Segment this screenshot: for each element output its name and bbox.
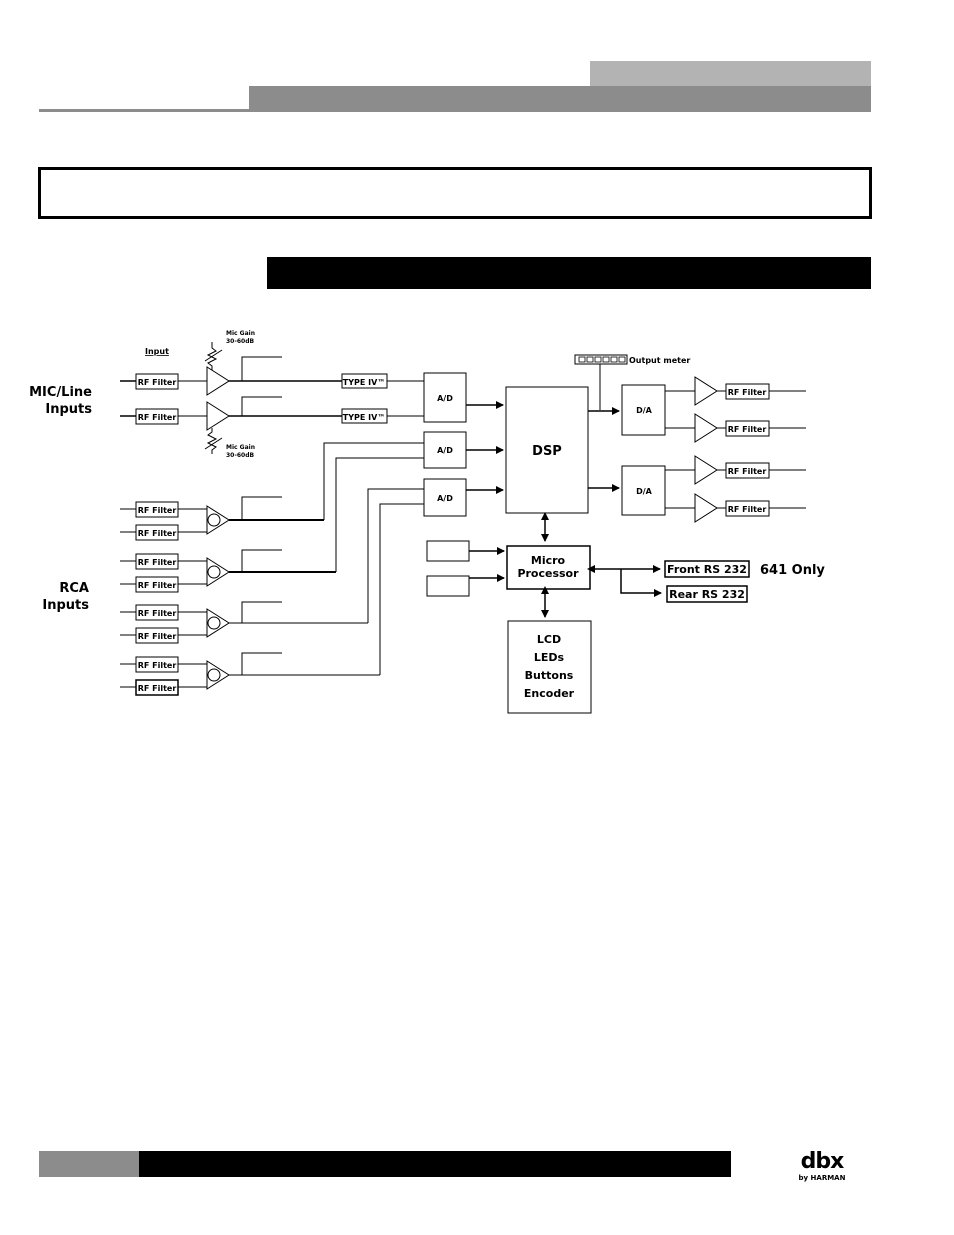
rca-channel-1: RF Filter RF Filter: [120, 442, 424, 541]
front-rs232-port: Front RS 232: [664, 560, 750, 578]
ad-converter-3: A/D: [423, 478, 467, 517]
svg-text:A/D: A/D: [437, 494, 453, 503]
rf-filter-mic-2: RF Filter: [135, 408, 179, 425]
dbx-logo-brand: dbx: [800, 1149, 845, 1174]
dbx-logo-by: by HARMAN: [798, 1174, 846, 1182]
svg-text:Buttons: Buttons: [525, 669, 574, 682]
header-band-main: [249, 86, 871, 112]
micro-input-box-2: [426, 575, 470, 597]
svg-text:RF Filter: RF Filter: [138, 558, 177, 567]
svg-text:A/D: A/D: [437, 446, 453, 455]
type-iv-block-2: TYPE IV™: [341, 408, 388, 424]
svg-text:Rear RS 232: Rear RS 232: [669, 588, 745, 601]
mic-gain-range-bottom: 30-60dB: [226, 452, 254, 459]
svg-text:RF Filter: RF Filter: [138, 506, 177, 515]
svg-text:RF Filter: RF Filter: [138, 609, 177, 618]
svg-text:RF Filter: RF Filter: [728, 467, 767, 476]
svg-text:TYPE IV™: TYPE IV™: [343, 378, 386, 387]
svg-text:RF Filter: RF Filter: [138, 581, 177, 590]
svg-text:Output meter: Output meter: [629, 356, 690, 365]
ad-converter-1: A/D: [423, 372, 467, 423]
svg-text:RF Filter: RF Filter: [138, 378, 177, 387]
output-stage-3: RF Filter: [665, 455, 806, 485]
rca-channel-3: RF Filter RF Filter: [120, 488, 424, 644]
output-stage-1: RF Filter: [665, 376, 806, 406]
svg-text:Front RS 232: Front RS 232: [667, 563, 747, 576]
model-note: 641 Only: [760, 563, 825, 578]
mic-preamp-1-icon: [206, 366, 230, 396]
rear-rs232-port: Rear RS 232: [666, 585, 748, 603]
svg-text:LEDs: LEDs: [534, 651, 565, 664]
svg-text:RF Filter: RF Filter: [138, 413, 177, 422]
svg-text:A/D: A/D: [437, 394, 453, 403]
svg-text:LCD: LCD: [537, 633, 561, 646]
header-rule: [39, 109, 249, 112]
dsp-block: DSP: [505, 386, 589, 514]
footer-bar: [139, 1151, 731, 1177]
mic-gain-range-top: 30-60dB: [226, 338, 254, 345]
notice-box: [38, 167, 872, 219]
dbx-logo: dbx by HARMAN: [790, 1150, 854, 1186]
mic-gain-pot-bottom-icon: [204, 428, 223, 454]
svg-text:RF Filter: RF Filter: [728, 388, 767, 397]
section-title-bar: [267, 257, 871, 289]
svg-text:RF Filter: RF Filter: [138, 661, 177, 670]
rca-channel-2: RF Filter RF Filter: [120, 457, 424, 593]
mic-line-inputs-label-2: Inputs: [45, 402, 92, 417]
rca-inputs-label-2: Inputs: [42, 598, 89, 613]
micro-processor-block: Micro Processor: [506, 545, 591, 590]
svg-text:RF Filter: RF Filter: [138, 529, 177, 538]
rca-channel-4: RF Filter RF Filter: [120, 503, 424, 696]
svg-text:Encoder: Encoder: [524, 687, 575, 700]
header-band-top: [590, 61, 871, 86]
mic-line-inputs-label: MIC/Line: [29, 385, 92, 400]
da-converter-2: D/A: [621, 465, 666, 516]
mic-gain-pot-top-icon: [204, 342, 223, 372]
ui-block: LCD LEDs Buttons Encoder: [507, 620, 592, 714]
svg-text:Micro: Micro: [531, 554, 566, 567]
svg-text:Processor: Processor: [517, 567, 579, 580]
input-column-label: Input: [145, 347, 169, 356]
svg-text:TYPE IV™: TYPE IV™: [343, 413, 386, 422]
mic-preamp-2-icon: [206, 401, 230, 431]
svg-text:DSP: DSP: [532, 444, 562, 459]
ad-converter-2: A/D: [423, 431, 467, 469]
svg-text:RF Filter: RF Filter: [138, 684, 177, 693]
rf-filter-mic-1: RF Filter: [135, 373, 179, 390]
output-stage-4: RF Filter: [665, 493, 806, 523]
output-stage-2: RF Filter: [665, 413, 806, 443]
svg-text:D/A: D/A: [636, 406, 653, 415]
svg-text:RF Filter: RF Filter: [728, 425, 767, 434]
micro-input-box-1: [426, 540, 470, 562]
svg-text:RF Filter: RF Filter: [728, 505, 767, 514]
svg-text:RF Filter: RF Filter: [138, 632, 177, 641]
mic-gain-label-top: Mic Gain: [226, 330, 255, 337]
type-iv-block-1: TYPE IV™: [341, 373, 388, 389]
mic-gain-label-bottom: Mic Gain: [226, 444, 255, 451]
footer-page-tab: [39, 1151, 139, 1177]
da-converter-1: D/A: [621, 384, 666, 436]
output-meter: Output meter: [574, 354, 690, 365]
rca-inputs-label: RCA: [59, 581, 89, 596]
svg-text:D/A: D/A: [636, 487, 653, 496]
